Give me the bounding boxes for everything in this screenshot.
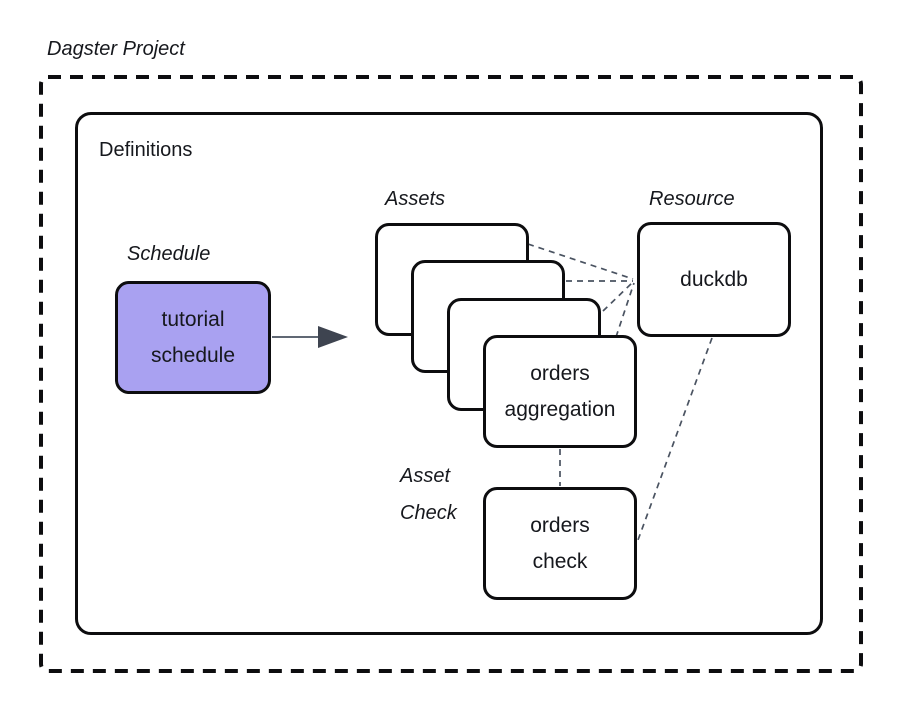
orders-aggregation-line2: aggregation [504, 397, 616, 421]
orders-aggregation-line1: orders [530, 361, 590, 385]
dagster-project-dashed-border [39, 75, 863, 673]
connector-duckdb-orders-check [637, 337, 713, 541]
node-orders-aggregation: orders aggregation [483, 335, 637, 448]
definitions-label: Definitions [99, 139, 193, 161]
resource-section-label: Resource [649, 188, 735, 210]
schedule-to-assets-arrowhead-icon [318, 326, 348, 348]
orders-check-line1: orders [530, 513, 590, 537]
node-tutorial-schedule: tutorial schedule [115, 281, 271, 394]
asset-check-label-line2: Check [400, 502, 457, 524]
asset-check-label-line1: Asset [400, 465, 451, 487]
connector-asset1-duckdb [527, 243, 634, 280]
node-duckdb: duckdb [637, 222, 791, 337]
assets-section-label: Assets [385, 188, 446, 210]
node-orders-check: orders check [483, 487, 637, 600]
connector-asset3-duckdb [602, 281, 634, 312]
tutorial-schedule-line1: tutorial [161, 307, 225, 331]
definitions-container [75, 112, 823, 635]
dagster-project-title: Dagster Project [47, 38, 185, 60]
duckdb-label: duckdb [680, 267, 748, 291]
schedule-section-label: Schedule [127, 243, 211, 265]
connector-orders-aggregation-duckdb [615, 282, 635, 338]
tutorial-schedule-line2: schedule [150, 343, 236, 367]
orders-check-line2: check [532, 549, 588, 573]
asset-check-section-label: Asset Check [400, 458, 480, 532]
